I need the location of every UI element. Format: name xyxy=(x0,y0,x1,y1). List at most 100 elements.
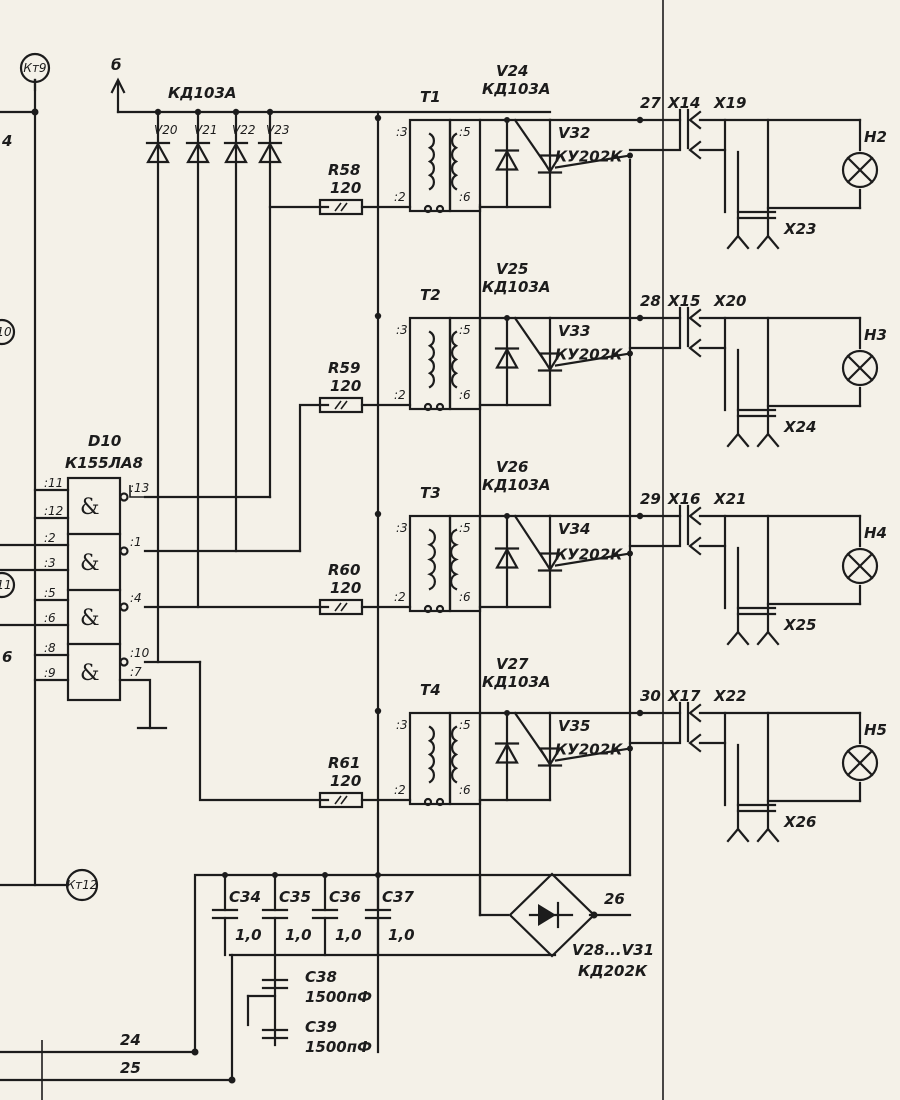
connector-a: X17 xyxy=(667,687,701,705)
diode-type: КД103А xyxy=(482,673,551,691)
primary-pin-3: :3 xyxy=(396,521,408,535)
capacitor-value: 1,0 xyxy=(388,926,415,944)
bridge-node: 26 xyxy=(604,890,625,908)
capacitor-value: 1500пФ xyxy=(305,988,372,1006)
wiring xyxy=(0,0,664,1100)
capacitor-value: 1,0 xyxy=(285,926,312,944)
chip-input-pin: :11 xyxy=(44,476,63,490)
primary-pin-2: :2 xyxy=(394,783,406,797)
lamp-h2: H2 xyxy=(766,118,887,210)
transformer-ref: T4 xyxy=(420,681,441,699)
node-number: 27 xyxy=(640,94,661,112)
diode-ref: V24 xyxy=(496,62,528,80)
capacitor-ref: C38 xyxy=(305,968,337,986)
terminal-kt9: Кт9 xyxy=(19,52,51,92)
chip-input-pin: :9 xyxy=(44,666,56,680)
chip-input-pin: :8 xyxy=(44,641,56,655)
diode-ref: V20 xyxy=(154,123,178,137)
capacitor-ref: C34 xyxy=(229,888,261,906)
resistor-value: 120 xyxy=(330,579,361,597)
capacitor-value: 1,0 xyxy=(235,926,262,944)
terminal-kt11: 11 xyxy=(0,571,16,599)
nand-gate-1: & xyxy=(80,495,100,520)
diode-group-type: КД103А xyxy=(168,84,237,102)
svg-text:10: 10 xyxy=(0,325,12,339)
transformer-t2: T2:3:2:5:6 xyxy=(374,286,482,412)
diode-ref: V27 xyxy=(496,655,529,673)
connector-a: X16 xyxy=(667,490,700,508)
lamp-ref: H3 xyxy=(864,326,887,344)
chip-ref: D10 xyxy=(88,432,121,450)
capacitor-ref: C35 xyxy=(279,888,311,906)
chip-input-pin: :3 xyxy=(44,556,56,570)
diode-v20: V20 xyxy=(145,108,178,164)
capacitor-ref: C36 xyxy=(329,888,361,906)
nand-gate-4: & xyxy=(80,661,100,686)
transformer-t1: T1 :3 :2 :5 :6 xyxy=(374,88,482,214)
thyristor-ref: V33 xyxy=(558,322,590,340)
secondary-pin-5: :5 xyxy=(459,125,471,139)
chip-type: К155ЛА8 xyxy=(65,454,143,472)
chip-input-pin: :6 xyxy=(44,611,56,625)
resistor-ref: R60 xyxy=(328,561,360,579)
primary-pin-3: :3 xyxy=(396,125,408,139)
transformer-t3: T3:3:2:5:6 xyxy=(374,484,482,614)
lamp-ref: H2 xyxy=(864,128,887,146)
node-number: 29 xyxy=(640,490,661,508)
chip-input-pin: :12 xyxy=(44,504,63,518)
chip-output-pin: :10 xyxy=(130,646,150,660)
node-number: 30 xyxy=(640,687,661,705)
bridge-refs: V28...V31 xyxy=(572,941,654,959)
thyristor-type: КУ202К xyxy=(555,346,623,364)
capacitor-value: 1500пФ xyxy=(305,1038,372,1056)
diode-ref: V23 xyxy=(266,123,289,137)
nand-gate-3: & xyxy=(80,606,100,631)
transformer-t4: T4:3:2:5:6 xyxy=(374,681,482,807)
thyristor-type: КУ202К xyxy=(555,546,623,564)
bridge-rectifier-v28-v31: 26 V28...V31 КД202К xyxy=(508,872,654,980)
lamp-ref: H5 xyxy=(864,721,887,739)
connector-c: X23 xyxy=(783,220,816,238)
primary-pin-2: :2 xyxy=(394,190,406,204)
lamp-h5: H5 xyxy=(766,711,887,803)
primary-pin-2: :2 xyxy=(394,388,406,402)
diode-ref: V22 xyxy=(232,123,255,137)
diode-v23: V23 xyxy=(257,108,289,164)
secondary-pin-6: :6 xyxy=(459,590,471,604)
thyristor-ref: V32 xyxy=(558,124,590,142)
supply-label: б xyxy=(111,56,121,74)
capacitor-c34: C34 1,0 xyxy=(211,872,262,957)
terminal-kt10: 10 xyxy=(0,318,16,346)
chip-input-pin: :2 xyxy=(44,531,56,545)
node-number: 28 xyxy=(640,292,661,310)
lamp-h4: H4 xyxy=(766,514,887,606)
diode-type: КД103А xyxy=(482,476,551,494)
svg-text:Кт12: Кт12 xyxy=(67,878,98,892)
diode-type: КД103А xyxy=(482,278,551,296)
transformer-ref: T2 xyxy=(420,286,441,304)
lamp-ref: H4 xyxy=(864,524,887,542)
transformer-ref: T1 xyxy=(420,88,441,106)
thyristor-type: КУ202К xyxy=(555,741,623,759)
capacitor-bank: C341,0C351,0C361,0C371,0C381500пФC391500… xyxy=(211,872,415,1056)
connector-a: X15 xyxy=(667,292,700,310)
diode-type: КД103А xyxy=(482,80,551,98)
chip-output-pin: :13 xyxy=(130,481,149,495)
secondary-pin-6: :6 xyxy=(459,190,471,204)
chip-ground-pin: :7 xyxy=(130,665,142,679)
